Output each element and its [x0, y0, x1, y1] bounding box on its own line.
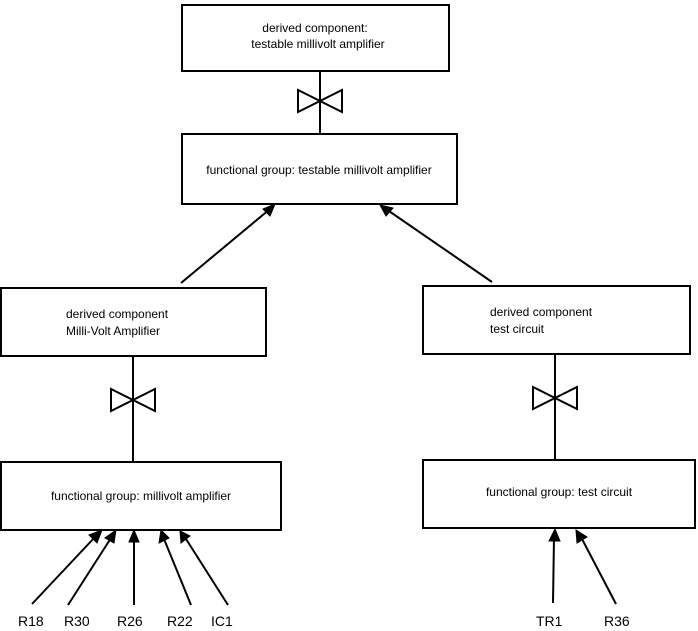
bowtie-left-triangle-icon	[532, 385, 558, 411]
arrow-head-icon	[379, 204, 394, 217]
arrow-head-icon	[575, 529, 588, 544]
arrow-shaft	[180, 208, 271, 284]
bowtie-right-triangle-icon	[130, 387, 156, 413]
arrow-right-derived-to-top-functional	[379, 204, 493, 283]
node-label-line2: testable millivolt amplifier	[251, 37, 384, 51]
arrow-head-icon	[179, 530, 191, 544]
node-top-derived-component[interactable]: derived component: testable millivolt am…	[181, 4, 450, 72]
node-right-derived-component[interactable]: derived component test circuit	[422, 285, 691, 355]
node-left-derived-component[interactable]: derived component Milli-Volt Amplifier	[0, 287, 267, 357]
leaf-label-r30: R30	[64, 613, 90, 629]
arrow-leaf-ic1	[179, 530, 229, 606]
node-label-line1: derived component:	[262, 21, 367, 35]
leaf-label-r22: R22	[167, 613, 193, 629]
arrow-head-icon	[104, 528, 117, 544]
node-box-outline	[0, 461, 282, 531]
arrow-head-icon	[262, 203, 276, 217]
arrow-shaft	[163, 538, 192, 606]
node-box-outline	[422, 459, 696, 529]
arrow-shaft	[185, 538, 229, 606]
bowtie-connector-top	[297, 88, 343, 114]
arrow-leaf-r36	[575, 529, 617, 605]
arrow-leaf-tr1	[548, 527, 561, 604]
bowtie-right-triangle-icon	[317, 88, 343, 114]
arrow-shaft	[552, 536, 555, 604]
arrow-shaft	[581, 538, 617, 605]
leaf-label-r36: R36	[604, 613, 630, 629]
leaf-label-ic1: IC1	[211, 613, 233, 629]
node-left-functional-group[interactable]: functional group: millivolt amplifier	[0, 461, 282, 531]
node-right-functional-group[interactable]: functional group: test circuit	[422, 459, 696, 529]
arrow-head-icon	[548, 527, 561, 542]
arrow-leaf-r18	[31, 529, 103, 605]
bowtie-left-triangle-icon	[297, 88, 323, 114]
bowtie-left-triangle-icon	[110, 387, 136, 413]
leaf-label-r26: R26	[117, 613, 143, 629]
arrow-leaf-r22	[158, 528, 192, 606]
arrow-shaft	[31, 536, 96, 605]
bowtie-connector-left	[110, 387, 156, 413]
node-box-outline	[181, 4, 450, 72]
node-label-line1: functional group: testable millivolt amp…	[206, 163, 431, 177]
arrow-head-icon	[128, 528, 140, 543]
bowtie-connector-right	[532, 385, 578, 411]
node-box-outline	[181, 133, 458, 205]
arrow-head-icon	[88, 529, 103, 544]
leaf-label-r18: R18	[18, 613, 44, 629]
arrow-shaft	[385, 208, 493, 283]
node-top-functional-group[interactable]: functional group: testable millivolt amp…	[181, 133, 458, 205]
node-label-line1: derived component	[490, 305, 593, 319]
arrow-leaf-r30	[67, 528, 117, 606]
node-box-outline	[422, 285, 691, 355]
leaf-label-tr1: TR1	[536, 613, 563, 629]
arrow-head-icon	[158, 528, 170, 544]
bowtie-right-triangle-icon	[552, 385, 578, 411]
node-box-outline	[0, 287, 267, 357]
node-label-line2: test circuit	[490, 322, 545, 336]
arrow-left-derived-to-top-functional	[180, 203, 276, 284]
node-label-line2: Milli-Volt Amplifier	[66, 324, 160, 338]
arrow-shaft	[67, 537, 112, 606]
node-label-line1: derived component	[66, 307, 169, 321]
arrow-leaf-r26	[128, 528, 140, 605]
node-label-line1: functional group: millivolt amplifier	[51, 489, 231, 503]
node-label-line1: functional group: test circuit	[486, 485, 633, 499]
